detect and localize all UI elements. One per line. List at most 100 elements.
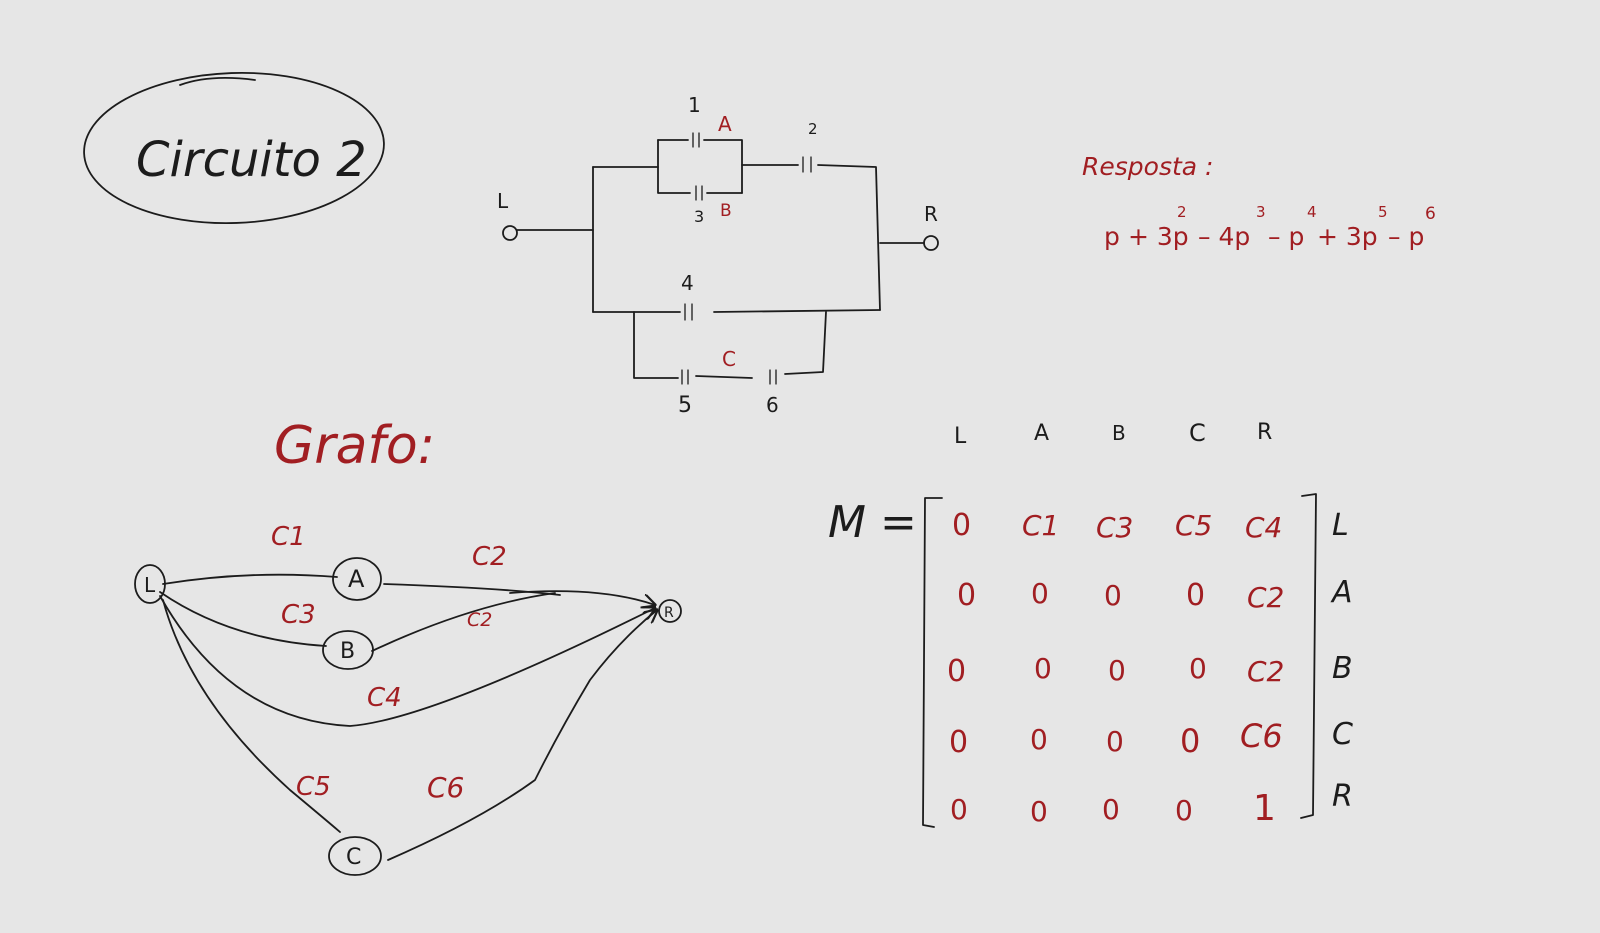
switch-label-6: 6 (766, 393, 779, 417)
matrix-col-header-l: L (954, 424, 967, 449)
node-label-a: A (718, 112, 732, 136)
matrix-cell: 0 (950, 793, 968, 826)
matrix-cell: 1 (1253, 788, 1276, 829)
terminal-right (923, 235, 939, 251)
matrix-row-header-a: A (1330, 575, 1353, 610)
switch-1 (692, 132, 700, 148)
edge-label-c3: C3 (281, 600, 316, 630)
wire-a-out (703, 139, 743, 194)
switch-label-3: 3 (694, 207, 704, 226)
term-5-exp: 5 (1378, 203, 1388, 221)
graph-node-c-label: C (346, 845, 361, 870)
term-3-exp: 3 (1256, 203, 1266, 221)
matrix-cell: 0 (1186, 578, 1205, 613)
matrix-row-c: 0 0 0 0 C6 (949, 717, 1283, 760)
terminal-right-label: R (924, 202, 938, 226)
switch-label-5: 5 (678, 393, 692, 418)
switch-4 (684, 303, 693, 321)
term-1-base: p (1104, 222, 1120, 251)
edge-label-c1: C1 (271, 522, 306, 552)
switch-label-2: 2 (808, 120, 818, 138)
term-3-base: – 4p (1198, 222, 1250, 251)
title-text: Circuito 2 (136, 132, 367, 188)
matrix-cell: C3 (1096, 511, 1133, 544)
switch-6 (769, 369, 777, 385)
graph-label: Grafo: (274, 416, 435, 476)
title-ellipse-overlap (179, 76, 256, 86)
graph-node-l-label: L (144, 573, 156, 597)
matrix-col-header-b: B (1112, 421, 1126, 445)
matrix-right-bracket (1300, 493, 1317, 819)
edge-a-r (383, 583, 561, 596)
matrix-row-header-r: R (1332, 779, 1353, 814)
matrix-cell: 0 (1104, 579, 1122, 612)
term-6-exp: 6 (1425, 204, 1436, 224)
matrix-cell: 0 (952, 508, 971, 543)
matrix-row-header-c: C (1332, 717, 1353, 752)
edge-l-r (159, 595, 655, 727)
edge-label-c6: C6 (427, 771, 464, 804)
graph-node-l (134, 564, 166, 604)
matrix-cell: 0 (947, 654, 966, 689)
edge-l-a (162, 573, 338, 585)
title-ellipse (83, 71, 385, 225)
matrix-cell: 0 (1031, 577, 1049, 610)
matrix-cell: C2 (1247, 581, 1284, 614)
adjacency-matrix: M = L A B C R L A B C R 0 C1 C3 C5 C4 0 … (828, 419, 1353, 829)
matrix-cell: 0 (949, 725, 968, 760)
matrix-row-header-l: L (1332, 508, 1349, 543)
matrix-cell: C6 (1240, 717, 1283, 755)
matrix-cell: 0 (1189, 652, 1207, 685)
edge-label-c5: C5 (296, 772, 331, 802)
switch-label-1: 1 (688, 93, 701, 117)
matrix-cell: 0 (1102, 793, 1120, 826)
switch-3 (695, 185, 703, 201)
edge-merge-r (509, 590, 655, 605)
graph-node-b-label: B (340, 639, 355, 664)
matrix-col-header-c: C (1189, 419, 1206, 447)
graph-node-r-label: R (664, 605, 674, 621)
title-group: Circuito 2 (83, 71, 385, 225)
term-4-base: – p (1268, 222, 1304, 251)
matrix-cell: 0 (1108, 654, 1126, 687)
matrix-cell: 0 (957, 578, 976, 613)
term-4-exp: 4 (1307, 203, 1317, 221)
graph-node-b (322, 630, 374, 670)
matrix-cell: 0 (1030, 723, 1048, 756)
wire-bot-mid (695, 375, 753, 379)
edge-label-c4: C4 (367, 683, 402, 713)
term-6-base: – p (1388, 222, 1424, 251)
graph-node-r (658, 599, 682, 623)
term-2-base: + 3p (1128, 222, 1189, 251)
matrix-cell: 0 (1180, 722, 1200, 760)
switch-5 (681, 369, 689, 385)
terminal-left-label: L (497, 189, 509, 213)
edge-b-r-tail (371, 592, 556, 652)
circuit-diagram: L R A B C 1 2 3 4 5 (497, 93, 939, 418)
node-label-c: C (722, 347, 736, 371)
matrix-cell: 0 (1106, 725, 1124, 758)
node-label-b: B (720, 201, 732, 221)
wire-mid-right (713, 309, 881, 313)
matrix-row-header-b: B (1332, 651, 1353, 686)
matrix-cell: 0 (1034, 652, 1052, 685)
answer-group: Resposta : p + 3p 2 – 4p 3 – p 4 + 3p 5 … (1082, 152, 1436, 251)
graph-node-a-label: A (348, 565, 365, 593)
matrix-cell: 0 (1030, 795, 1048, 828)
answer-label: Resposta : (1082, 152, 1213, 181)
edge-label-c2-b: C2 (467, 609, 492, 631)
term-5-base: + 3p (1317, 222, 1378, 251)
wire-ab-left (657, 139, 691, 194)
graph-node-a (332, 557, 382, 601)
matrix-col-header-r: R (1257, 420, 1272, 445)
matrix-cell: C4 (1245, 511, 1282, 544)
edge-l-b (159, 591, 327, 647)
matrix-cell: C5 (1175, 509, 1212, 542)
switch-2 (802, 156, 812, 173)
matrix-left-bracket (922, 497, 943, 828)
terminal-left (502, 225, 518, 241)
edge-c-r (387, 610, 657, 861)
matrix-cell: C2 (1247, 655, 1284, 688)
matrix-row-b: 0 0 0 0 C2 (947, 652, 1284, 689)
